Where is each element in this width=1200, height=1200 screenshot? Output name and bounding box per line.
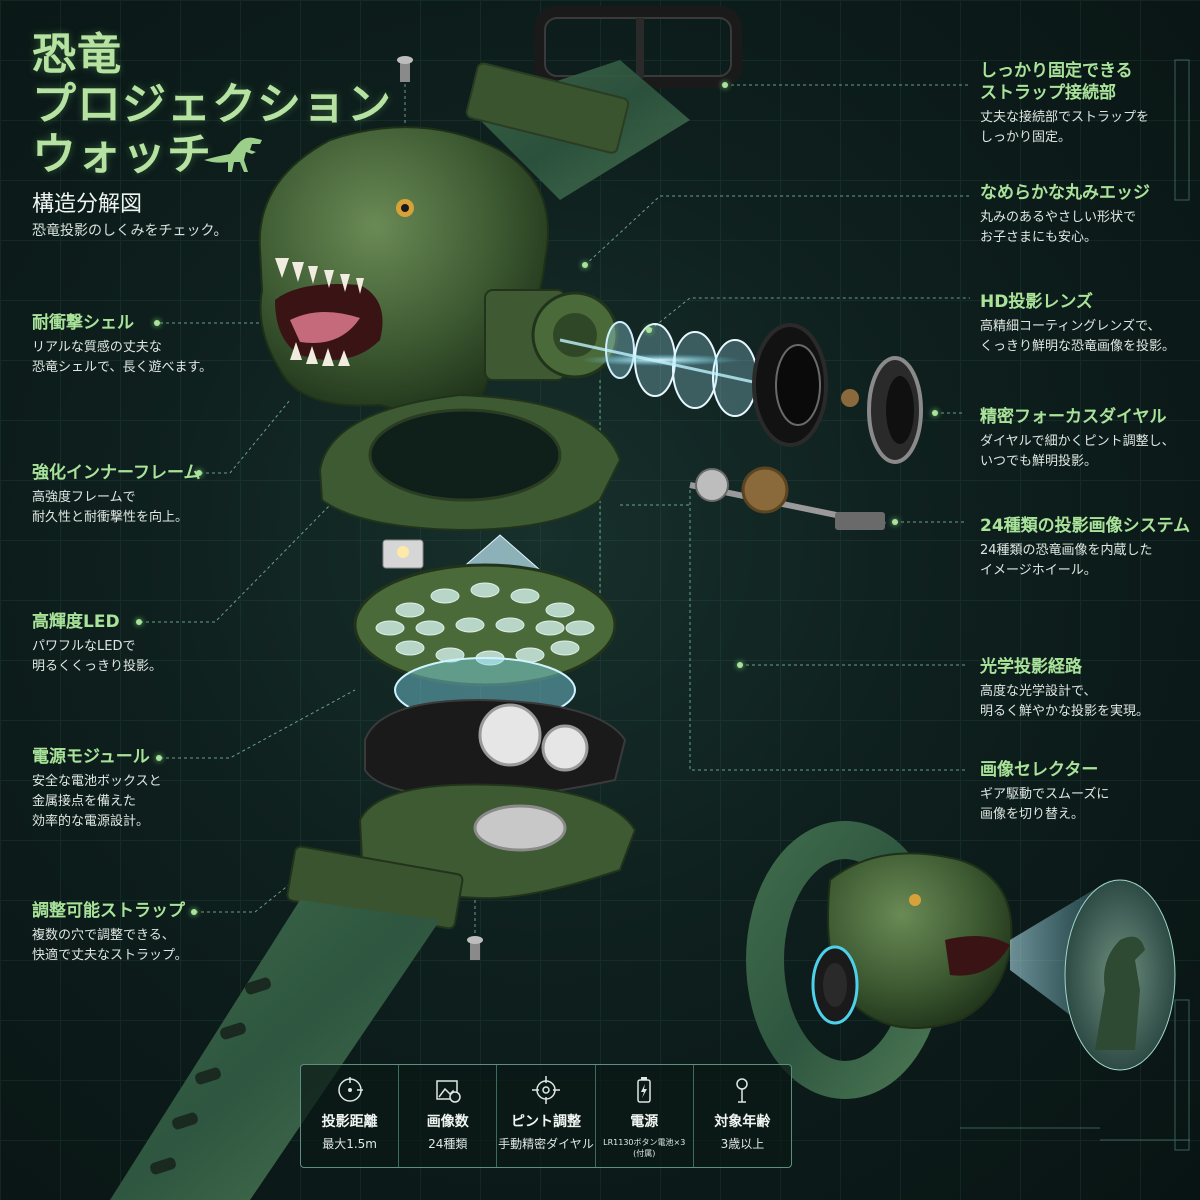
callout-power-module: 電源モジュール 安全な電池ボックスと 金属接点を備えた 効率的な電源設計。 <box>32 746 262 832</box>
callout-adjustable-strap: 調整可能ストラップ 複数の穴で調整できる、 快適で丈夫なストラップ。 <box>32 900 262 966</box>
spec-value: 手動精密ダイヤル <box>498 1137 594 1151</box>
spec-target-age: 対象年齢 3歳以上 <box>694 1065 791 1167</box>
strap-buckle <box>534 6 742 88</box>
screw-bottom <box>467 936 483 960</box>
image-wheel <box>353 563 617 687</box>
assembled-watch-inset <box>746 821 1176 1099</box>
image-icon <box>436 1080 461 1103</box>
focus-ring <box>752 323 923 464</box>
title-line-1: 恐竜 <box>32 29 122 80</box>
subtitle: 構造分解図 <box>32 192 143 217</box>
callout-title: なめらかな丸みエッジ <box>980 183 1150 203</box>
gear-housing <box>484 289 619 381</box>
title-line-2: プロジェクション <box>32 79 392 130</box>
spec-label: 電源 <box>630 1114 659 1130</box>
dinosaur-silhouette-icon <box>204 137 262 172</box>
spec-power: 電源 LR1130ボタン電池×3 (付属) <box>596 1065 694 1167</box>
callout-description: パワフルなLEDで 明るくくっきり投影。 <box>32 639 163 674</box>
spec-value: LR1130ボタン電池×3 (付属) <box>603 1138 686 1158</box>
callout-image-selector: 画像セレクター ギア駆動でスムーズに 画像を切り替え。 <box>980 759 1195 825</box>
callout-dot <box>582 262 588 268</box>
callout-image-system: 24種類の投影画像システム 24種類の恐竜画像を内蔵した イメージホイール。 <box>980 515 1195 581</box>
callout-title: 強化インナーフレーム <box>32 463 201 483</box>
callout-rounded-edge: なめらかな丸みエッジ 丸みのあるやさしい形状で お子さまにも安心。 <box>980 182 1195 248</box>
callout-description: 安全な電池ボックスと 金属接点を備えた 効率的な電源設計。 <box>32 774 162 829</box>
callout-focus-dial: 精密フォーカスダイヤル ダイヤルで細かくピント調整し、 いつでも鮮明投影。 <box>980 406 1195 472</box>
callout-description: 丸みのあるやさしい形状で お子さまにも安心。 <box>980 210 1137 245</box>
spec-bar: 投影距離 最大1.5m 画像数 24種類 ピント調整 手動精密ダイヤル 電源 L <box>300 1064 792 1168</box>
gearbox <box>364 698 627 800</box>
inner-frame <box>318 393 622 532</box>
callout-title: 画像セレクター <box>980 760 1099 780</box>
callout-dot <box>932 410 938 416</box>
callout-dot <box>892 519 898 525</box>
callout-title: 精密フォーカスダイヤル <box>980 407 1167 427</box>
dinosaur-head-shell <box>258 126 549 413</box>
callout-title: しっかり固定できる ストラップ接続部 <box>980 61 1133 103</box>
callout-dot <box>646 327 652 333</box>
callout-description: リアルな質感の丈夫な 恐竜シェルで、長く遊べます。 <box>32 340 213 375</box>
spec-value: 3歳以上 <box>720 1137 765 1151</box>
subtitle-description: 恐竜投影のしくみをチェック。 <box>32 223 228 239</box>
callout-dot <box>136 619 142 625</box>
spec-value: 24種類 <box>428 1137 468 1151</box>
lens-assembly <box>559 321 791 417</box>
battery-icon <box>637 1077 651 1103</box>
title-line-3: ウォッチ <box>32 129 212 180</box>
callout-optical-path: 光学投影経路 高度な光学設計で、 明るく鮮やかな投影を実現。 <box>980 656 1195 722</box>
screw-top <box>397 56 413 82</box>
callout-dot <box>191 909 197 915</box>
spec-label: 画像数 <box>426 1114 469 1130</box>
callout-dot <box>154 320 160 326</box>
tech-decorations <box>960 59 1190 1151</box>
selector-axle <box>689 466 886 530</box>
callout-title: 調整可能ストラップ <box>32 901 185 921</box>
spec-label: 対象年齢 <box>714 1114 771 1130</box>
callout-impact-shell: 耐衝撃シェル リアルな質感の丈夫な 恐竜シェルで、長く遊べます。 <box>32 312 262 378</box>
callout-dot <box>722 82 728 88</box>
target-icon <box>337 1077 363 1102</box>
callout-title: 24種類の投影画像システム <box>980 516 1191 536</box>
crosshair-icon <box>532 1076 560 1104</box>
callout-description: 複数の穴で調整できる、 快適で丈夫なストラップ。 <box>32 928 188 963</box>
callout-hd-lens: HD投影レンズ 高精細コーティングレンズで、 くっきり鮮明な恐竜画像を投影。 <box>980 291 1195 357</box>
spec-value: 最大1.5m <box>322 1137 377 1151</box>
callout-title: 耐衝撃シェル <box>32 313 134 333</box>
callout-title: HD投影レンズ <box>980 292 1093 312</box>
callout-description: 丈夫な接続部でストラップを しっかり固定。 <box>980 110 1150 145</box>
callout-description: ダイヤルで細かくピント調整し、 いつでも鮮明投影。 <box>980 434 1175 469</box>
person-icon <box>736 1078 749 1103</box>
lower-strap <box>110 845 464 1200</box>
callout-strap-connector: しっかり固定できる ストラップ接続部 丈夫な接続部でストラップを しっかり固定。 <box>980 60 1195 148</box>
callout-title: 光学投影経路 <box>980 657 1082 677</box>
callout-led: 高輝度LED パワフルなLEDで 明るくくっきり投影。 <box>32 611 262 677</box>
callout-description: 高度な光学設計で、 明るく鮮やかな投影を実現。 <box>980 684 1150 719</box>
callout-description: 高強度フレームで 耐久性と耐衝撃性を向上。 <box>32 490 189 525</box>
callout-inner-frame: 強化インナーフレーム 高強度フレームで 耐久性と耐衝撃性を向上。 <box>32 462 262 528</box>
spec-projection-distance: 投影距離 最大1.5m <box>301 1065 400 1167</box>
callout-description: 24種類の恐竜画像を内蔵した イメージホイール。 <box>980 543 1153 578</box>
callout-dot <box>196 470 202 476</box>
spec-focus-adjust: ピント調整 手動精密ダイヤル <box>497 1065 596 1167</box>
title-block: 恐竜 プロジェクション ウォッチ <box>32 30 392 180</box>
led-module <box>382 534 542 571</box>
callout-dot <box>156 755 162 761</box>
left-leader-lines <box>140 322 356 913</box>
callout-title: 電源モジュール <box>32 747 150 767</box>
spec-label: 投影距離 <box>321 1114 378 1130</box>
callout-title: 高輝度LED <box>32 612 120 632</box>
spec-image-count: 画像数 24種類 <box>399 1065 498 1167</box>
callout-description: 高精細コーティングレンズで、 くっきり鮮明な恐竜画像を投影。 <box>980 319 1176 354</box>
spec-label: ピント調整 <box>511 1114 581 1130</box>
callout-description: ギア駆動でスムーズに 画像を切り替え。 <box>980 787 1110 822</box>
callout-dot <box>737 662 743 668</box>
